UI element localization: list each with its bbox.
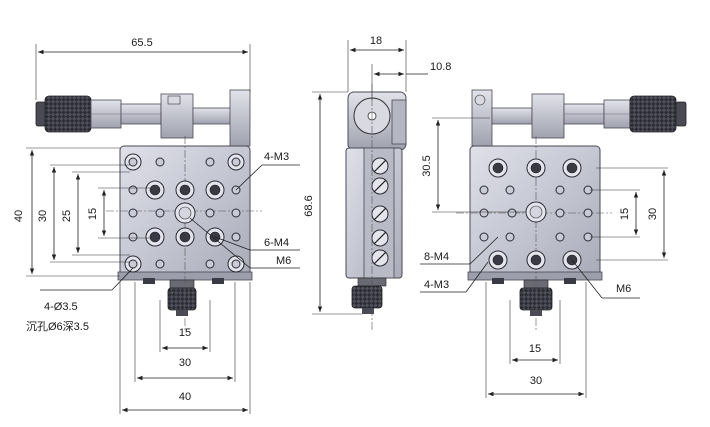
label-front-counterbore: 沉孔Ø6深3.5 [26,320,89,333]
dim-top-width: 65.5 [131,37,152,49]
dim-inner-25: 25 [61,210,73,222]
dim-bottom-15: 15 [179,327,191,339]
label-front-m3: 4-M3 [264,151,289,163]
side-screws [371,157,389,267]
dim-rear-30-5: 30.5 [421,155,433,176]
label-front-m4: 6-M4 [264,237,289,249]
label-rear-m4: 8-M4 [424,251,449,263]
dim-rear-15: 15 [619,208,631,220]
dim-rear-bottom-30: 30 [530,375,542,387]
dim-side-height: 68.6 [303,195,315,216]
front-m3-holes [128,157,241,269]
dim-side-width: 18 [370,35,382,47]
dim-bottom-40: 40 [179,391,191,403]
front-bottom-knob-icon[interactable] [167,287,197,311]
dim-bottom-30: 30 [179,357,191,369]
dim-rear-bottom-15: 15 [529,343,541,355]
side-knob-icon[interactable] [351,285,383,309]
front-knurl-knob-icon[interactable] [44,95,92,133]
dim-rear-30: 30 [647,208,659,220]
dim-inner-30: 30 [37,210,49,222]
dim-left-height: 40 [13,210,25,222]
dim-side-offset: 10.8 [430,61,451,73]
front-micrometer [35,89,251,147]
label-rear-m6: M6 [616,283,631,295]
rear-view: 8-M4 4-M3 M6 30.5 15 30 15 30 [420,89,687,398]
side-view: 18 10.8 68.6 [303,35,451,330]
label-front-m6: M6 [276,255,291,267]
rear-micrometer [471,89,687,147]
front-view: 65.5 40 30 25 15 4-M3 6-M4 M6 4-Ø3.5 沉孔Ø… [13,37,300,414]
rear-knurl-knob-icon[interactable] [629,95,677,133]
dim-inner-15: 15 [87,208,99,220]
front-m4-holes [145,180,225,247]
label-front-hole: 4-Ø3.5 [44,301,78,313]
label-rear-m3: 4-M3 [424,279,449,291]
